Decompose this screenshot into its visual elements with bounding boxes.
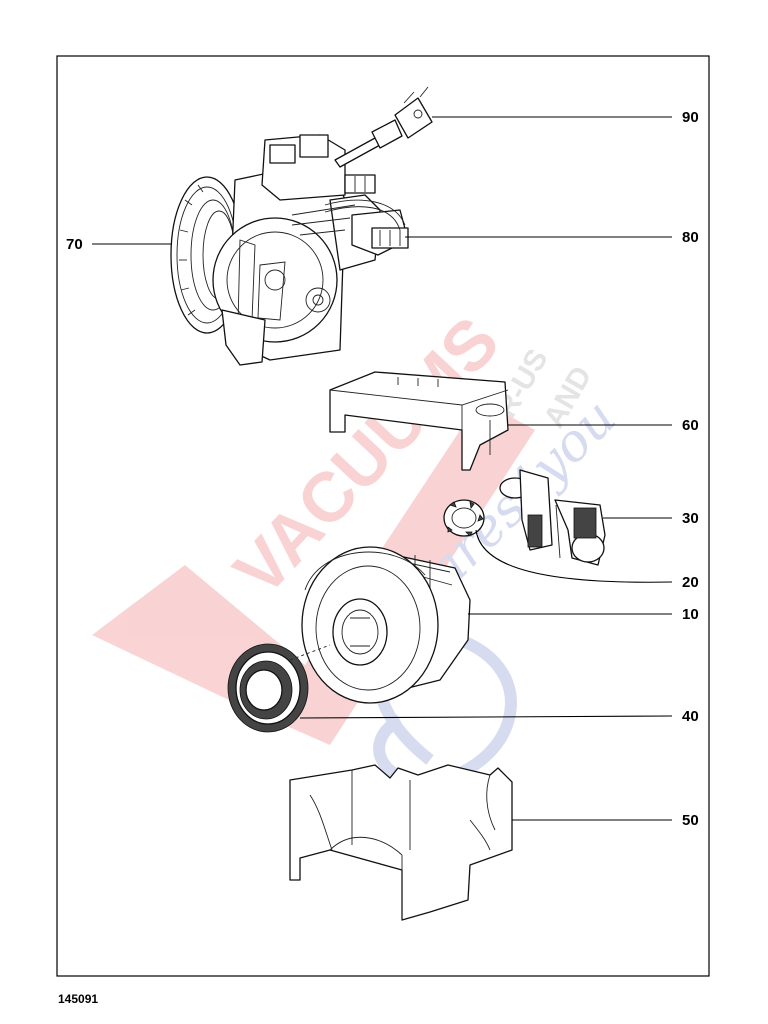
watermark-chevron [92, 400, 535, 745]
callout-10: 10 [682, 606, 699, 623]
small-gear [443, 499, 485, 537]
callout-50: 50 [682, 812, 699, 829]
motor-cradle [289, 764, 513, 921]
callout-90: 90 [682, 109, 699, 126]
callout-20: 20 [682, 574, 699, 591]
leader-lines [92, 116, 673, 821]
cable-rewind-assembly [170, 86, 433, 366]
callout-30: 30 [682, 510, 699, 527]
motor-mounting-ring [227, 643, 331, 733]
diagram-frame [56, 55, 710, 977]
callout-80: 80 [682, 229, 699, 246]
callout-60: 60 [682, 417, 699, 434]
motor [301, 546, 471, 704]
callout-labels: 90 80 70 60 30 20 10 40 50 [66, 109, 699, 829]
reel-slots [179, 184, 204, 316]
callout-40: 40 [682, 708, 699, 725]
upper-bracket [329, 371, 509, 471]
callout-70: 70 [66, 236, 83, 253]
drawing-number: 145091 [58, 992, 99, 1006]
brush-holder-clips [499, 469, 606, 566]
